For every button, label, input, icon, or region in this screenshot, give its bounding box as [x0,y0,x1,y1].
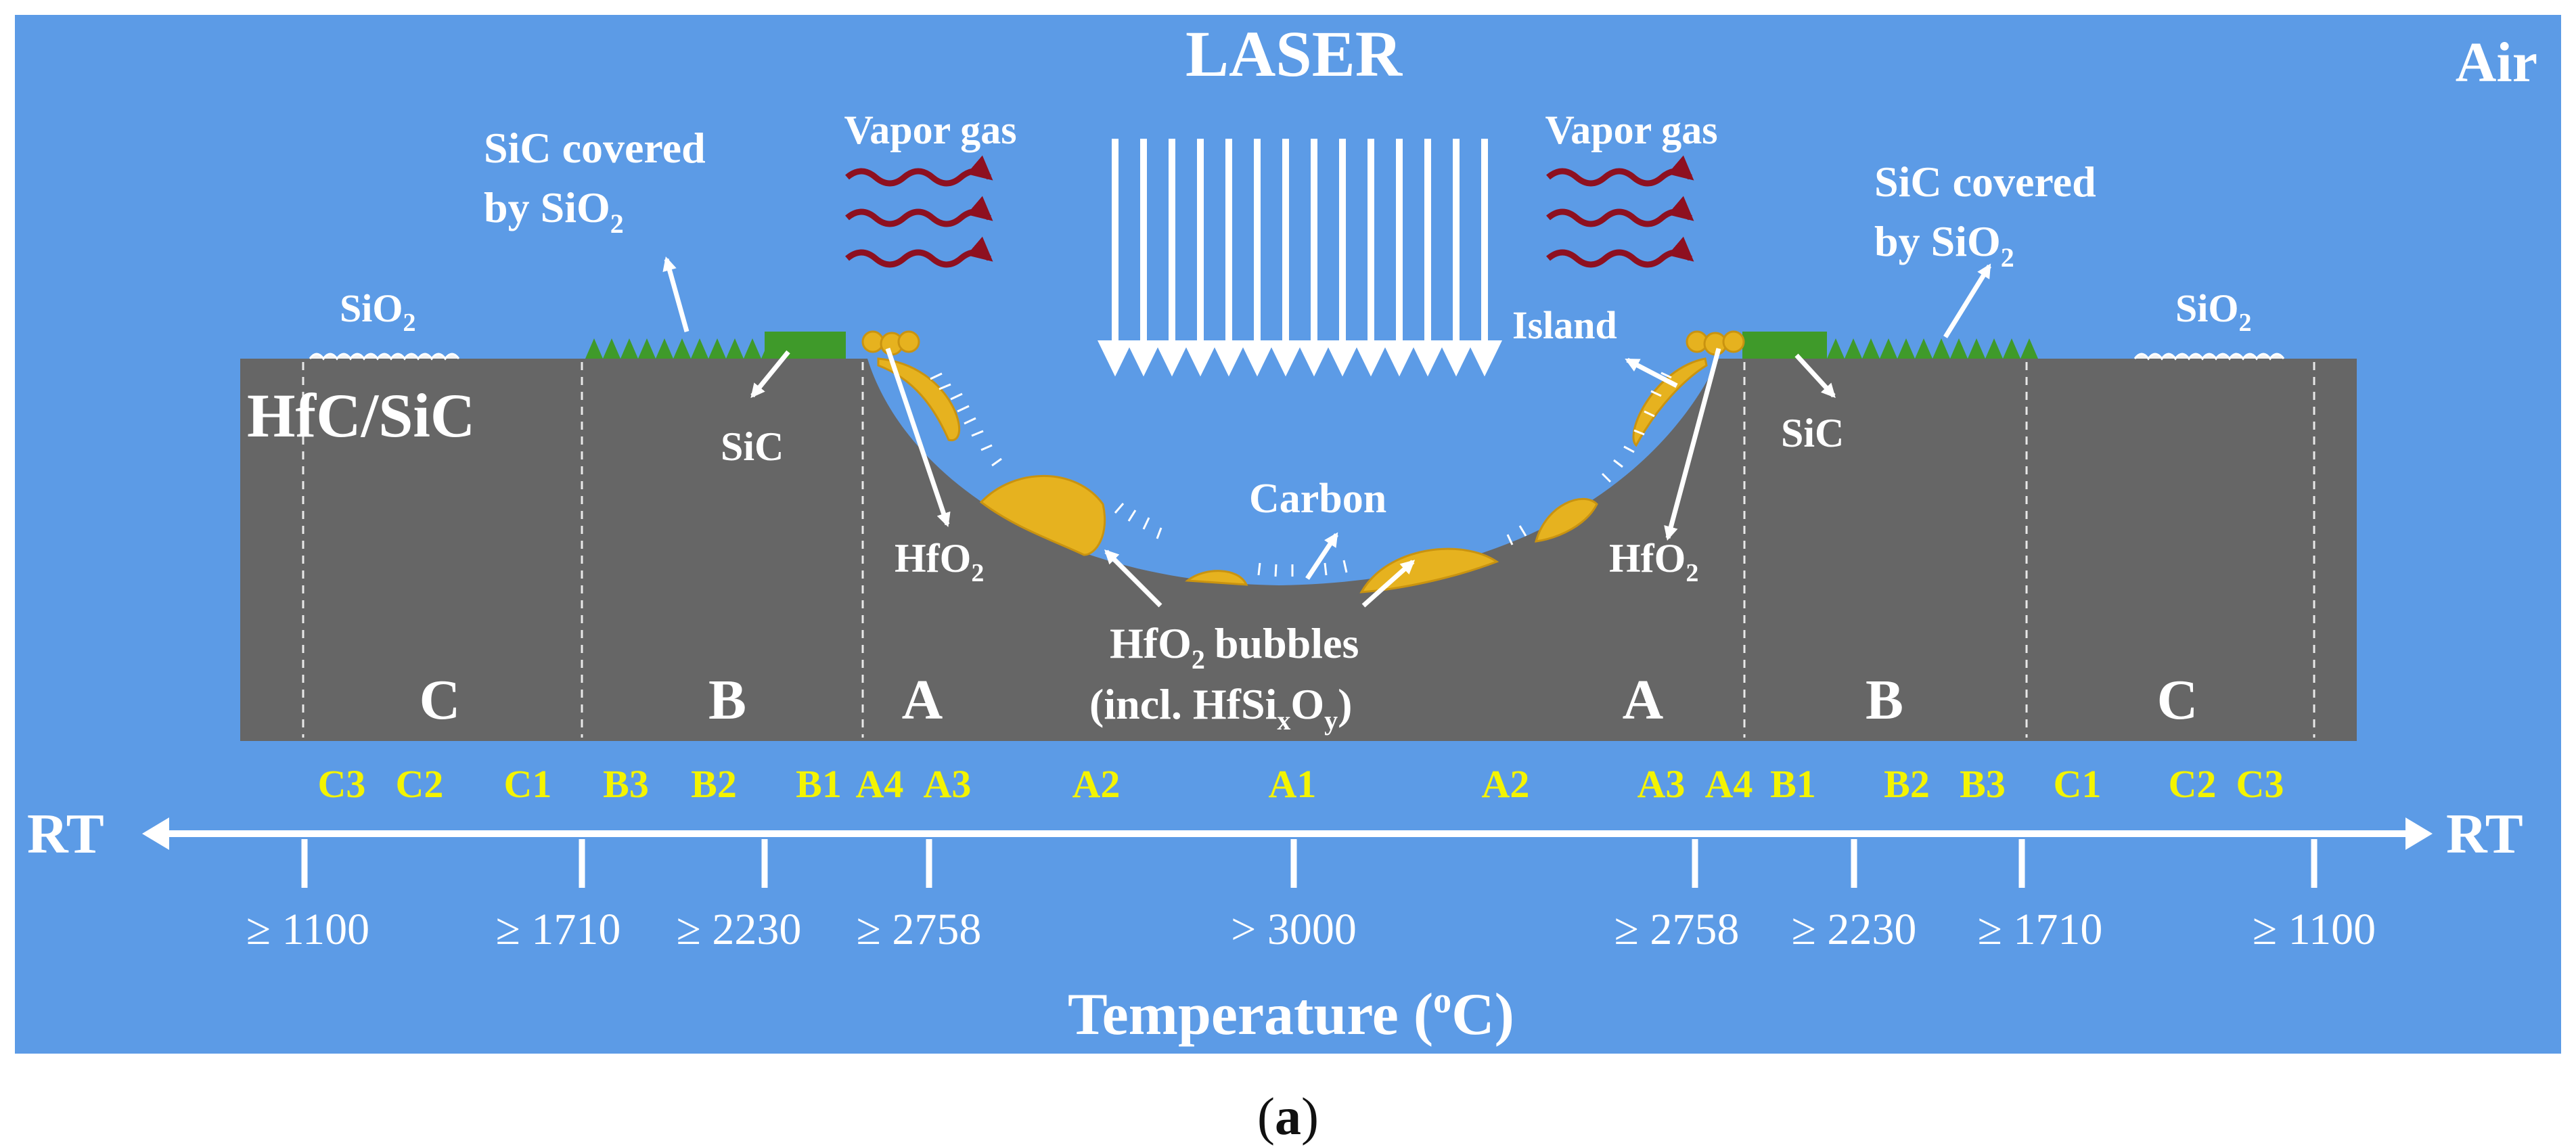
subzone-label: C3 [318,762,366,806]
temperature-label: ≥ 1710 [496,905,621,954]
subzone-label: C2 [2169,762,2217,806]
temperature-labels: ≥ 1100 ≥ 1710 ≥ 2230 ≥ 2758 > 3000 ≥ 275… [246,905,2376,954]
vapor-gas-label-left: Vapor gas [844,108,1016,152]
sio2-patch-right [2133,353,2285,361]
subzone-label: B3 [603,762,649,806]
callout-arrows [662,256,1991,608]
laser-label: LASER [1185,18,1403,90]
zone-letters: C B A A B C [420,669,2198,732]
vapor-gas-waves-left [845,155,993,268]
zone-dividers [302,362,2315,738]
hfo2-label-right: HfO2 [1609,536,1698,587]
figure-caption: (a) [1257,1087,1319,1146]
carbon-whiskers [930,372,1672,577]
sic-covered-label-right-line2: by SiO2 [1874,217,2014,273]
temperature-label: ≥ 2230 [677,905,802,954]
temperature-label: > 3000 [1231,905,1357,954]
axis-end-right: RT [2446,803,2523,865]
hfo2-bubbles-label-line2: (incl. HfSixOy) [1089,680,1352,736]
temperature-label: ≥ 1100 [2253,905,2376,954]
subzone-label: B1 [1770,762,1816,806]
temperature-label: ≥ 1100 [246,905,369,954]
subzone-label: B3 [1960,762,2006,806]
zone-label: A [1623,669,1664,732]
subzone-label: A4 [856,762,904,806]
island-label: Island [1512,303,1617,347]
vapor-gas-waves-right [1546,155,1694,268]
subzone-label: A3 [1637,762,1686,806]
temperature-label: ≥ 1710 [1978,905,2103,954]
sio2-label-right: SiO2 [2175,286,2252,337]
axis-end-left: RT [27,803,104,865]
sio2-label-left: SiO2 [340,286,416,337]
subzone-label: A3 [924,762,972,806]
zone-label: B [708,669,746,732]
zone-label: C [420,669,461,732]
sio2-patch-left [309,353,460,361]
sic-spikes-right [1742,332,2038,359]
subzone-label: C3 [2236,762,2284,806]
axis-ticks [301,839,2318,888]
temperature-axis [142,817,2433,850]
sic-covered-label-right-line1: SiC covered [1874,158,2096,206]
sic-label-right: SiC [1781,411,1844,455]
subzone-label: A2 [1072,762,1121,806]
subzone-label: B1 [796,762,842,806]
hfc-sic-substrate [240,359,2357,741]
vapor-gas-label-right: Vapor gas [1545,108,1717,152]
temperature-label: ≥ 2758 [1614,905,1740,954]
sic-covered-label-left-line2: by SiO2 [484,183,624,239]
subzone-label: C1 [504,762,552,806]
material-label: HfC/SiC [247,381,475,450]
carbon-label: Carbon [1249,476,1386,522]
air-label: Air [2456,31,2537,94]
subzone-label: A2 [1482,762,1530,806]
sic-label-left: SiC [721,424,784,469]
subzone-label: A4 [1705,762,1753,806]
subzone-label: C1 [2054,762,2102,806]
zone-label: A [902,669,943,732]
hfo2-label-left: HfO2 [895,536,984,587]
sic-covered-label-left-line1: SiC covered [484,124,706,172]
zone-label: C [2157,669,2198,732]
hfo2-deposits [861,330,1745,593]
laser-beam [1098,139,1502,377]
axis-title: Temperature (oC) [1068,980,1514,1048]
temperature-label: ≥ 2230 [1792,905,1917,954]
subzone-label: A1 [1269,762,1317,806]
temperature-label: ≥ 2758 [857,905,982,954]
subzone-label: B2 [1884,762,1930,806]
subzone-label: B2 [691,762,737,806]
subzone-label: C2 [396,762,444,806]
zone-label: B [1866,669,1903,732]
subzone-labels: C3 C2 C1 B3 B2 B1 A4 A3 A2 A1 A2 A3 A4 B… [318,762,2284,806]
sic-spikes-left [585,332,846,359]
